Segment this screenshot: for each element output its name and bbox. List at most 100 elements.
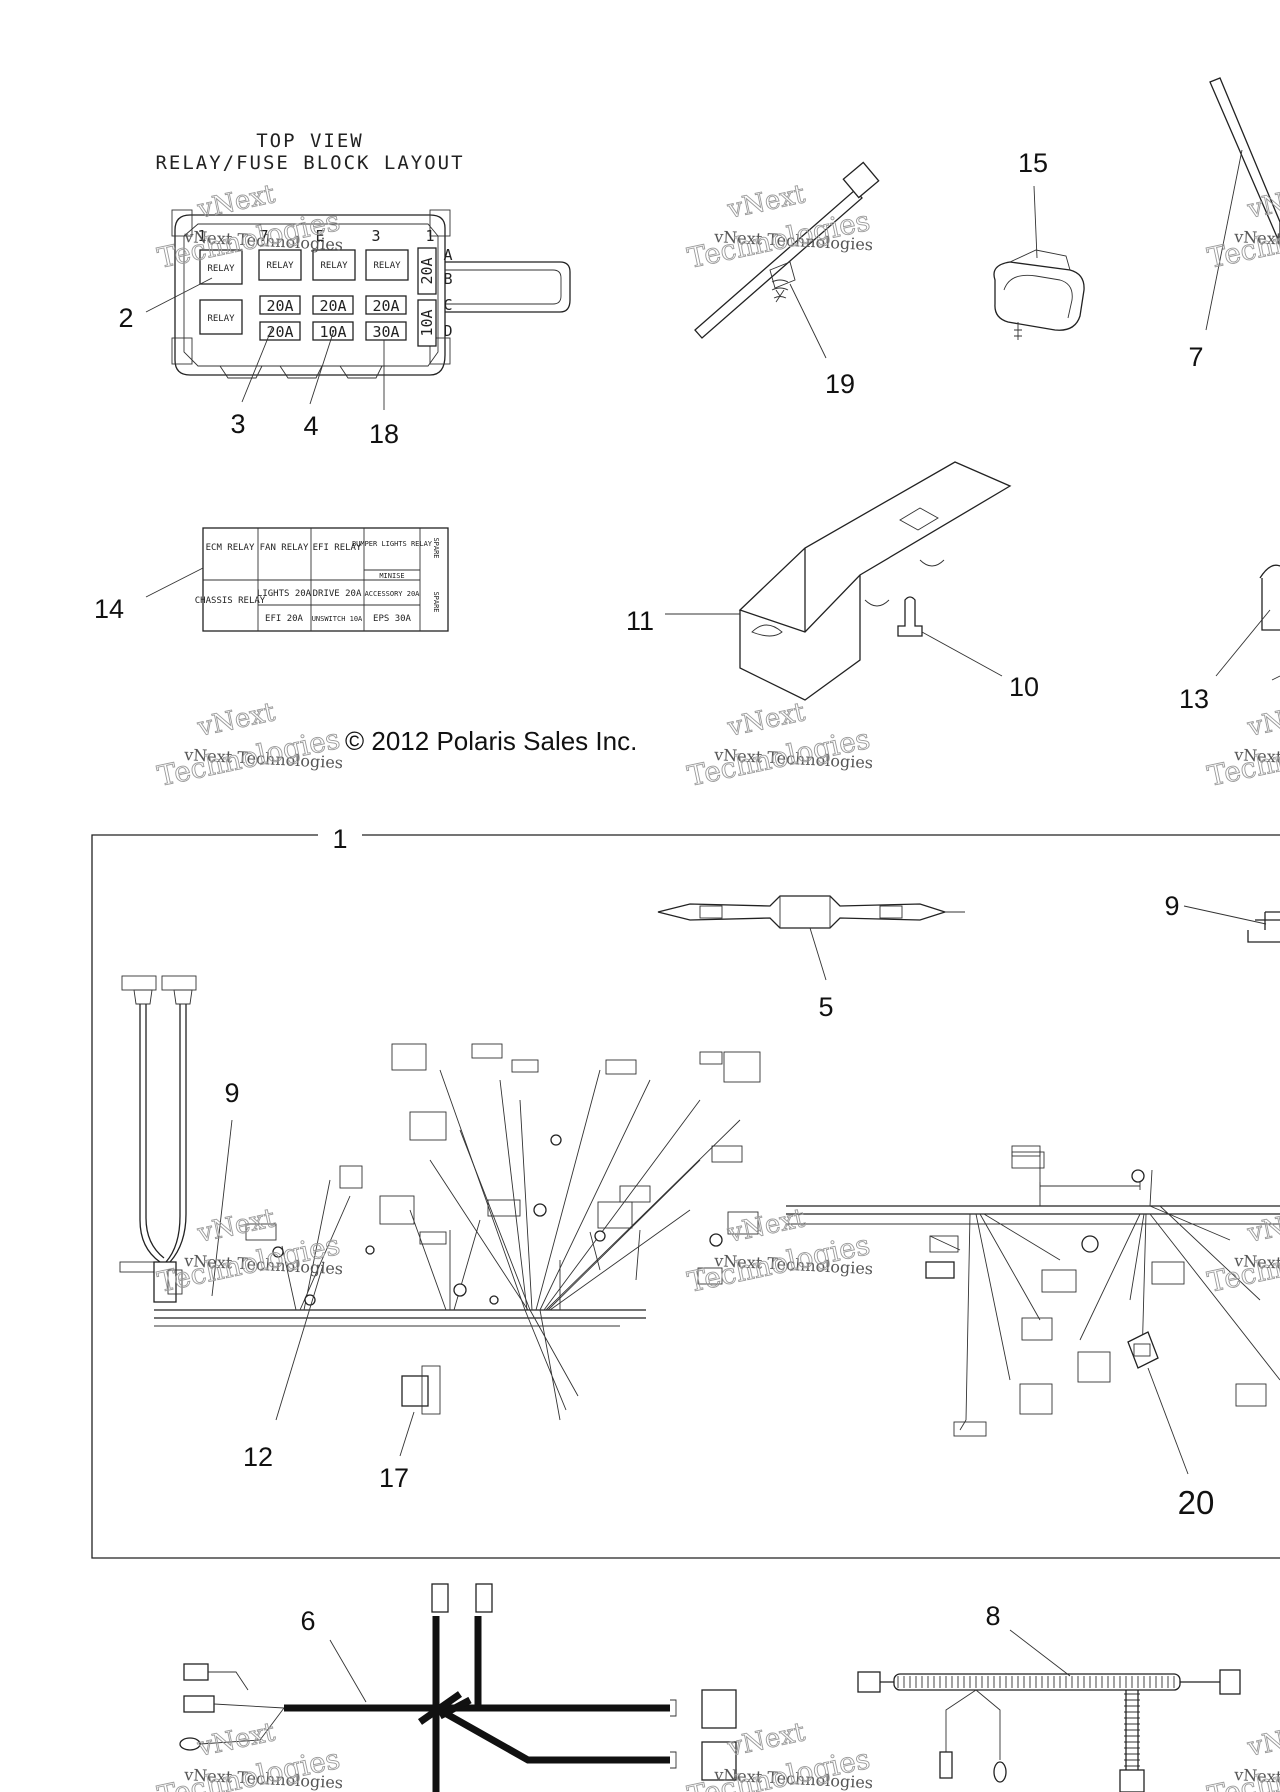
svg-text:EFI 20A: EFI 20A — [265, 614, 304, 624]
cable-tie-part — [694, 161, 880, 359]
relay-slot — [199, 249, 243, 285]
svg-text:RELAY: RELAY — [320, 261, 348, 271]
callout-9-right: 9 — [1164, 891, 1179, 921]
svg-text:SPARE: SPARE — [432, 537, 440, 558]
svg-text:ACCESSORY 20A: ACCESSORY 20A — [365, 590, 421, 598]
relay-slot — [199, 299, 243, 335]
harness-6 — [179, 1583, 737, 1792]
inline-fuse-holder — [657, 895, 965, 981]
fuse-block-title: TOP VIEW RELAY/FUSE BLOCK LAYOUT — [155, 130, 464, 174]
relay-fuse-block: 1 7 E 3 1 A B C D RELAY RELAY RELAY RELA… — [171, 209, 571, 379]
fuse-slot — [365, 321, 407, 341]
fuse-block-row-d: D — [443, 322, 452, 340]
clip-part — [993, 185, 1085, 340]
svg-text:30A: 30A — [372, 323, 399, 341]
fuse-slot — [365, 295, 407, 315]
callout-20: 20 — [1178, 1484, 1215, 1521]
relay-slot — [258, 249, 302, 281]
fuse-slot — [259, 321, 301, 341]
callout-7: 7 — [1188, 342, 1203, 372]
svg-text:RELAY: RELAY — [207, 314, 235, 324]
callout-4: 4 — [303, 411, 318, 441]
watermark-line1: vNext — [1244, 1717, 1280, 1763]
relay-slot — [312, 249, 356, 281]
callout-10: 10 — [1009, 672, 1039, 702]
svg-text:FAN RELAY: FAN RELAY — [260, 543, 309, 553]
svg-text:RELAY: RELAY — [266, 261, 294, 271]
fuse-slot — [312, 295, 354, 315]
harness-8 — [857, 1629, 1241, 1792]
strap-part — [1205, 77, 1280, 331]
bracket-part — [665, 461, 1012, 701]
fuse-block-row-b: B — [443, 270, 452, 288]
watermark-line1: vNext — [1244, 179, 1280, 225]
svg-text:20A: 20A — [418, 257, 436, 284]
watermark-line1: vNext — [1244, 1203, 1280, 1249]
callout-12: 12 — [243, 1442, 273, 1472]
svg-text:20A: 20A — [266, 297, 293, 315]
svg-text:DRIVE 20A: DRIVE 20A — [313, 589, 362, 599]
svg-text:MINISE: MINISE — [379, 572, 404, 580]
fuse-slot — [417, 247, 437, 295]
copyright-notice: © 2012 Polaris Sales Inc. — [345, 726, 637, 756]
callout-19: 19 — [825, 369, 855, 399]
svg-text:EFI RELAY: EFI RELAY — [313, 543, 362, 553]
fuse-block-row-c: C — [443, 296, 452, 314]
fastener-part — [1215, 564, 1280, 681]
callout-13: 13 — [1179, 684, 1209, 714]
callout-1: 1 — [332, 824, 347, 854]
callout-2: 2 — [118, 303, 133, 333]
fuse-block-col-2: 7 — [259, 227, 268, 245]
svg-text:10A: 10A — [418, 309, 436, 336]
callout-14: 14 — [94, 594, 124, 624]
callout-8: 8 — [985, 1601, 1000, 1631]
callout-17: 17 — [379, 1463, 409, 1493]
fuse-block-row-a: A — [443, 246, 452, 264]
relay-part-right — [1183, 905, 1280, 943]
svg-text:RELAY: RELAY — [207, 264, 235, 274]
svg-text:UNSWITCH 10A: UNSWITCH 10A — [312, 615, 363, 623]
push-rivet-part — [897, 596, 1003, 677]
fuse-block-title-line2: RELAY/FUSE BLOCK LAYOUT — [155, 152, 464, 174]
svg-text:EPS 30A: EPS 30A — [373, 614, 412, 624]
connector-17 — [399, 1365, 441, 1457]
fuse-block-col-5: 1 — [425, 227, 434, 245]
fuse-block-title-line1: TOP VIEW — [256, 130, 364, 152]
svg-text:LIGHTS 20A: LIGHTS 20A — [257, 589, 312, 599]
relay-slot — [365, 249, 409, 281]
connector-20 — [1127, 1331, 1189, 1475]
callout-6: 6 — [300, 1606, 315, 1636]
svg-text:RELAY: RELAY — [373, 261, 401, 271]
fuse-block-col-1: 1 — [197, 227, 206, 245]
fuse-block-col-3: E — [315, 227, 324, 245]
svg-text:SPARE: SPARE — [432, 591, 440, 612]
callout-3: 3 — [230, 409, 245, 439]
harness-left-section — [119, 975, 761, 1457]
fuse-slot — [417, 299, 437, 347]
watermark-line1: vNext — [1244, 697, 1280, 743]
harness-right-section — [786, 1145, 1280, 1475]
fuse-label-table: ECM RELAY FAN RELAY EFI RELAY BUMPER LIG… — [145, 527, 449, 632]
main-harness-frame — [91, 834, 1280, 1559]
callout-9-left: 9 — [224, 1078, 239, 1108]
svg-text:20A: 20A — [372, 297, 399, 315]
fuse-slot — [312, 321, 354, 341]
svg-text:20A: 20A — [319, 297, 346, 315]
fuse-block-leaders — [145, 277, 385, 410]
fuse-slot — [259, 295, 301, 315]
callout-18: 18 — [369, 419, 399, 449]
fuse-block-col-4: 3 — [371, 227, 380, 245]
svg-text:ECM RELAY: ECM RELAY — [206, 543, 255, 553]
